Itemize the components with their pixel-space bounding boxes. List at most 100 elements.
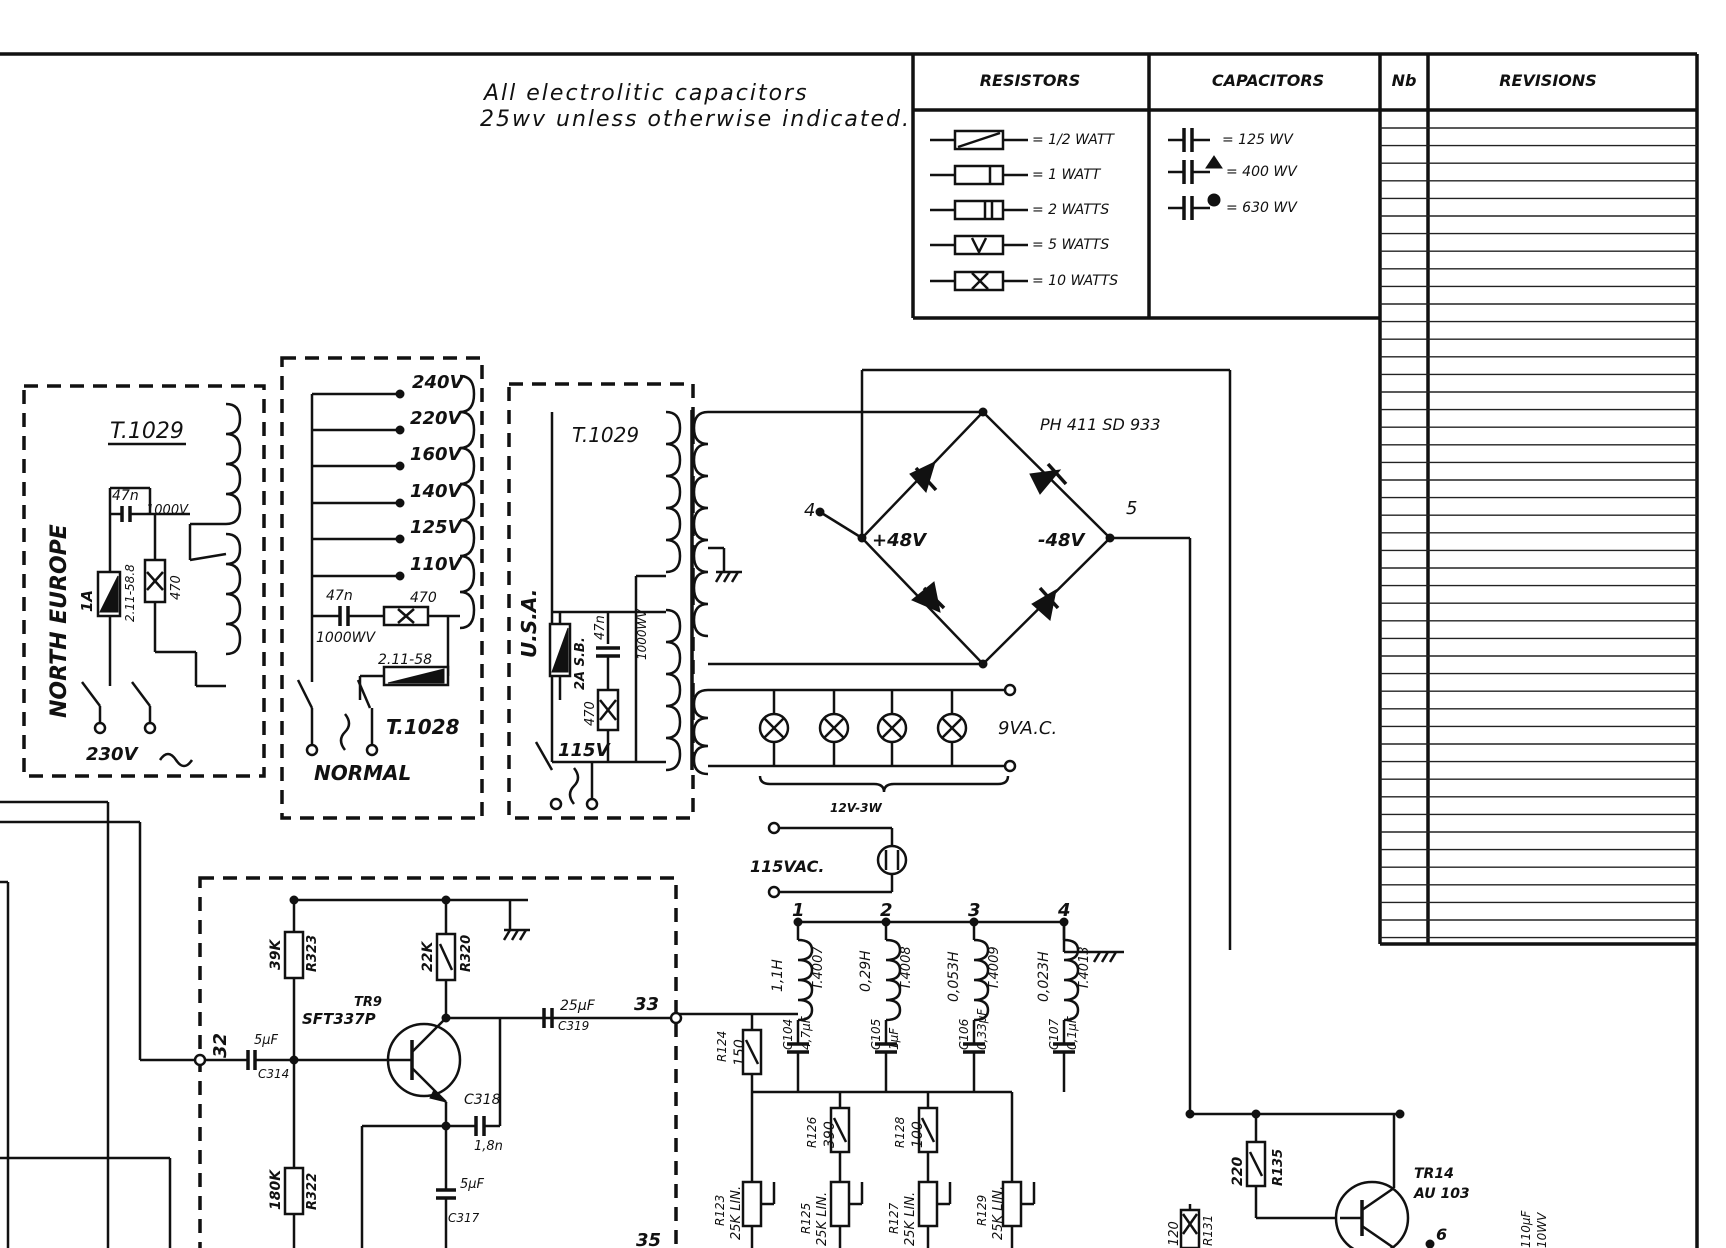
legend-5-watts: = 5 WATTS [1032,237,1109,253]
r322-ref: R322 [305,1173,320,1210]
c314-value: 5µF [254,1033,279,1048]
resistors-header: RESISTORS [980,71,1081,90]
r126-value: 390 [822,1121,838,1148]
coil-1-value: 1,1H [770,959,786,992]
normal-fuse: 2.11-58 [378,652,432,668]
r123-ref: R123 [713,1195,727,1226]
bridge-rectifier [815,368,1232,1110]
output-stage [1179,1109,1435,1248]
north-europe-transformer: T.1029 [110,419,184,444]
r129-ref: R129 [975,1195,989,1226]
north-europe-fuse: 1A [78,590,96,612]
tr9-type: SFT337P [302,1010,376,1028]
note-line-2: 25wv unless otherwise indicated. [480,107,911,132]
legend-1-watt: = 1 WATT [1032,167,1102,183]
normal-tap-220v: 220V [410,408,464,429]
c318-ref: C318 [464,1092,501,1108]
r125-value: 25K LIN. [815,1192,830,1246]
lamp-1 [758,690,790,766]
r320-value: 22K [420,941,436,972]
filter-bank [676,920,1124,1094]
sheet-frame [0,52,1699,1248]
normal-tap-140v: 140V [410,481,464,502]
capacitor-symbol-400wv [1168,155,1223,184]
r323-value: 39K [268,939,284,970]
filter-tap-dots [793,917,1069,927]
coil-3-part: T.4009 [987,946,1002,990]
resistor-symbol-half-watt [930,129,1028,151]
cap-c105-value: 1µF [887,1027,901,1050]
capacitor-symbol-630wv [1168,193,1221,220]
node-32: 32 [210,1033,231,1058]
usa-fuse: 2A S.B. [573,637,588,690]
r322-value: 180K [268,1169,284,1210]
revisions-header: REVISIONS [1499,71,1597,90]
filter-2-coil [885,938,902,1022]
coil-3-value: 0,053H [946,951,962,1002]
r124-value: 150 [732,1039,748,1066]
r123-value: 25K LIN. [729,1186,744,1240]
coil-2-value: 0,29H [858,950,874,992]
pilot-lamps [758,683,1017,793]
r124-ref: R124 [715,1031,729,1062]
fixed-res-1-mark [832,1117,848,1143]
normal-cap-rating: 1000WV [316,630,376,646]
lamp-3 [876,690,908,766]
bridge-part: PH 411 SD 933 [1040,415,1161,434]
r323-ref: R323 [305,935,320,972]
north-europe-region: NORTH EUROPE [47,524,72,718]
r128-ref: R128 [893,1116,907,1148]
legend-400wv: = 400 WV [1226,164,1298,180]
legend-2-watts: = 2 WATTS [1032,202,1109,218]
c317-value: 5µF [460,1177,485,1192]
r125-ref: R125 [799,1203,813,1234]
lamp-4 [936,690,968,766]
tr14-type: AU 103 [1413,1186,1470,1202]
r127-value: 25K LIN. [903,1192,918,1246]
usa-region: U.S.A. [517,589,541,658]
normal-label: NORMAL [314,761,411,785]
cap-c107-value: 0,1µF [1065,1015,1079,1050]
filter-tap-1: 1 [792,900,805,921]
resistor-legend [930,129,1028,292]
north-europe-res: 470 [169,575,184,600]
output-node-6: 6 [1436,1225,1447,1244]
filter-4-coil [1063,938,1080,1022]
cap-c104-ref: C104 [781,1019,795,1050]
normal-tap-dots [395,389,405,581]
normal-res: 470 [410,590,437,606]
r131-value: 120 [1167,1221,1182,1246]
fixed-res-2-mark [920,1117,936,1143]
r127-ref: R127 [887,1202,901,1234]
preamp-section [0,800,683,1248]
normal-tap-160v: 160V [410,444,464,465]
r135-ref: R135 [1271,1149,1286,1186]
preamp-dots [289,895,451,1131]
usa-transformer: T.1029 [572,423,639,447]
capacitor-legend [1168,128,1223,220]
legend-10-watts: = 10 WATTS [1032,273,1118,289]
pot-1-body [741,1180,763,1228]
filter-tap-3: 3 [968,900,981,921]
coil-2-part: T.4008 [899,946,914,990]
ac-outlet [767,821,908,899]
filter-1-coil [797,938,814,1022]
capacitor-symbol-125wv [1168,128,1210,152]
lamps-rating: 12V-3W [830,801,882,815]
filter-3-coil [973,938,990,1022]
legend-630wv: = 630 WV [1226,200,1298,216]
cap-c104-value: 4,7µF [799,1015,813,1050]
diode-d2 [1029,462,1068,495]
north-europe-cap: 47n [112,488,139,504]
filter-tap-4: 4 [1057,900,1071,921]
resistor-symbol-10-watts [930,270,1028,292]
normal-tap-110v: 110V [410,554,464,575]
secondary-windings [692,410,1006,776]
resistor-symbol-1-watt [930,164,1028,186]
node-33: 33 [634,994,659,1015]
lamp-2 [818,690,850,766]
normal-section [280,356,484,820]
cap-c105-ref: C105 [869,1019,883,1050]
cap-c106-ref: C106 [957,1018,971,1050]
tr9-ref: TR9 [354,995,382,1010]
